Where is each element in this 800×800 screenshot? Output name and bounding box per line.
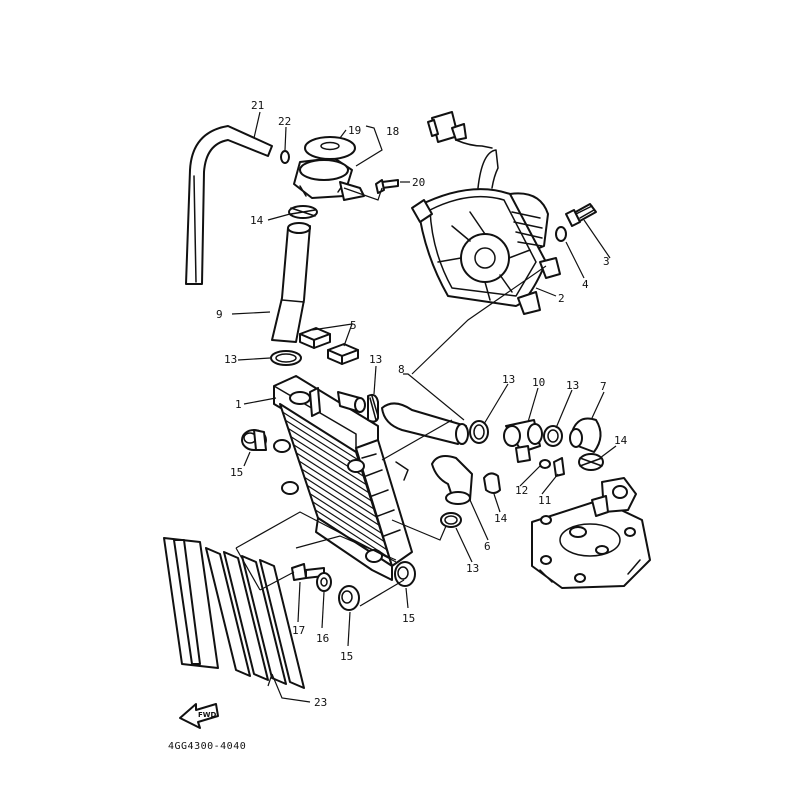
callout-23: 23 xyxy=(314,696,327,709)
clip xyxy=(280,150,290,164)
guard-louver xyxy=(241,555,287,685)
callout-13: 13 xyxy=(466,562,479,575)
callout-10: 10 xyxy=(532,376,545,389)
callout-9: 9 xyxy=(216,308,223,321)
water-hose xyxy=(271,222,311,343)
callout-14: 14 xyxy=(494,512,508,525)
grommet xyxy=(241,429,267,451)
radiator xyxy=(273,375,413,581)
fwd-arrow: FWD xyxy=(179,703,219,729)
radiator-fin xyxy=(290,436,367,486)
guard-louver xyxy=(259,559,305,689)
fwd-label: FWD xyxy=(198,711,217,719)
hose-clamp xyxy=(440,512,462,528)
leader-lines xyxy=(231,111,617,703)
grommet xyxy=(338,585,360,611)
callout-16: 16 xyxy=(316,632,329,645)
callout-4: 4 xyxy=(582,278,589,291)
radiator-fin xyxy=(306,484,383,534)
callout-7: 7 xyxy=(600,380,607,393)
gasket xyxy=(304,136,356,160)
callout-14: 14 xyxy=(614,434,628,447)
callout-21: 21 xyxy=(251,99,264,112)
callout-8: 8 xyxy=(398,363,405,376)
radiator-fin xyxy=(298,460,375,510)
callout-6: 6 xyxy=(484,540,491,553)
callout-22: 22 xyxy=(278,115,291,128)
collar xyxy=(316,572,332,592)
callout-13: 13 xyxy=(224,353,237,366)
radiator-fin xyxy=(301,468,377,518)
callout-2: 2 xyxy=(558,292,565,305)
callout-15: 15 xyxy=(402,612,415,625)
callout-1: 1 xyxy=(235,398,242,411)
radiator-fin xyxy=(282,411,359,461)
catalog-code: 4GG4300-4040 xyxy=(168,741,247,752)
radiator-fin xyxy=(304,476,380,526)
grommet xyxy=(394,561,416,587)
callout-5: 5 xyxy=(350,319,357,332)
cooling-fan xyxy=(411,111,561,315)
guard-louver xyxy=(223,551,269,681)
hose-clamp xyxy=(578,453,604,471)
hose-clamp xyxy=(288,205,318,219)
radiator-cap xyxy=(293,157,365,201)
callout-13: 13 xyxy=(369,353,382,366)
callout-15: 15 xyxy=(230,466,243,479)
radiator-fin xyxy=(285,419,362,469)
radiator-guard xyxy=(163,537,305,689)
water-hose xyxy=(569,417,602,453)
hose-clamp xyxy=(483,472,501,494)
screw xyxy=(375,179,399,194)
callout-15: 15 xyxy=(340,650,353,663)
radiator-fin xyxy=(312,501,388,551)
callout-19: 19 xyxy=(348,124,361,137)
radiator-fin xyxy=(293,444,370,494)
cylinder-head xyxy=(531,477,651,589)
radiator-fin xyxy=(295,452,372,502)
callout-14: 14 xyxy=(250,214,264,227)
callout-11: 11 xyxy=(538,494,551,507)
washer xyxy=(539,459,551,469)
breather-hose xyxy=(185,125,273,285)
hose-clamp xyxy=(469,420,489,444)
callout-13: 13 xyxy=(502,373,515,386)
callouts: 21 22 19 18 20 14 3 4 2 9 5 13 13 8 13 1… xyxy=(216,99,628,709)
radiator-fin xyxy=(309,493,385,543)
hose-clamp xyxy=(270,350,302,366)
callout-12: 12 xyxy=(515,484,528,497)
washer xyxy=(555,226,567,242)
callout-18: 18 xyxy=(386,125,399,138)
callout-13: 13 xyxy=(566,379,579,392)
water-pipe-joint xyxy=(503,419,543,463)
guard-louver xyxy=(205,547,251,677)
water-hose xyxy=(381,402,469,445)
hose-clamp xyxy=(367,393,379,423)
hose-clamp xyxy=(543,425,563,447)
water-hose xyxy=(431,455,473,505)
bolt xyxy=(553,457,565,477)
callout-3: 3 xyxy=(603,255,610,268)
bolt xyxy=(565,203,597,227)
callout-17: 17 xyxy=(292,624,305,637)
callout-20: 20 xyxy=(412,176,425,189)
bolt xyxy=(291,563,325,581)
damper xyxy=(299,327,359,365)
